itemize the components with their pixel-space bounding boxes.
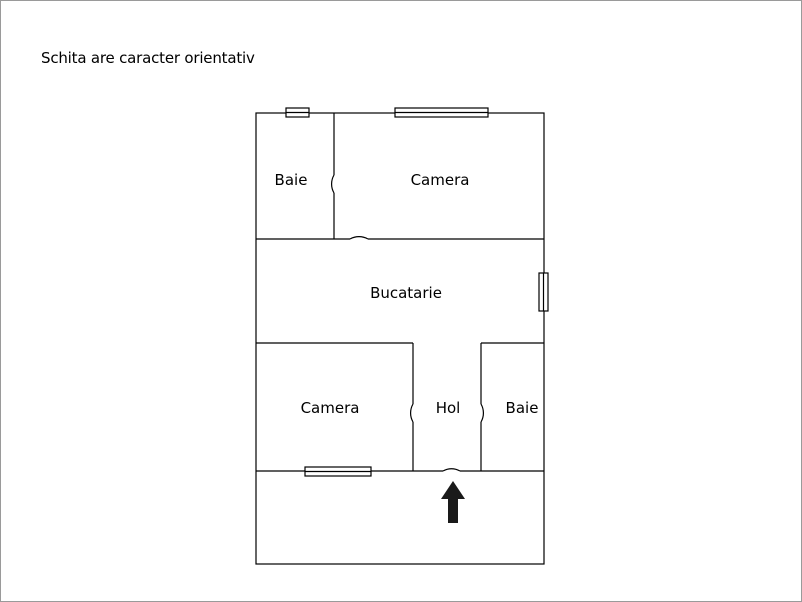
label-room-top: Camera <box>411 171 470 189</box>
door-bath-top <box>330 174 335 194</box>
label-room-bottom: Camera <box>301 399 360 417</box>
label-kitchen: Bucatarie <box>370 284 442 302</box>
door-bath-bottom <box>480 403 485 423</box>
door-room-top <box>349 235 369 240</box>
door-entrance <box>442 468 461 472</box>
label-hall: Hol <box>436 399 461 417</box>
label-bathroom-top: Baie <box>275 171 308 189</box>
door-room-bottom <box>409 403 414 423</box>
disclaimer-note: Schita are caracter orientativ <box>41 49 255 67</box>
up-arrow-icon <box>441 481 465 523</box>
label-bathroom-bottom: Baie <box>506 399 539 417</box>
